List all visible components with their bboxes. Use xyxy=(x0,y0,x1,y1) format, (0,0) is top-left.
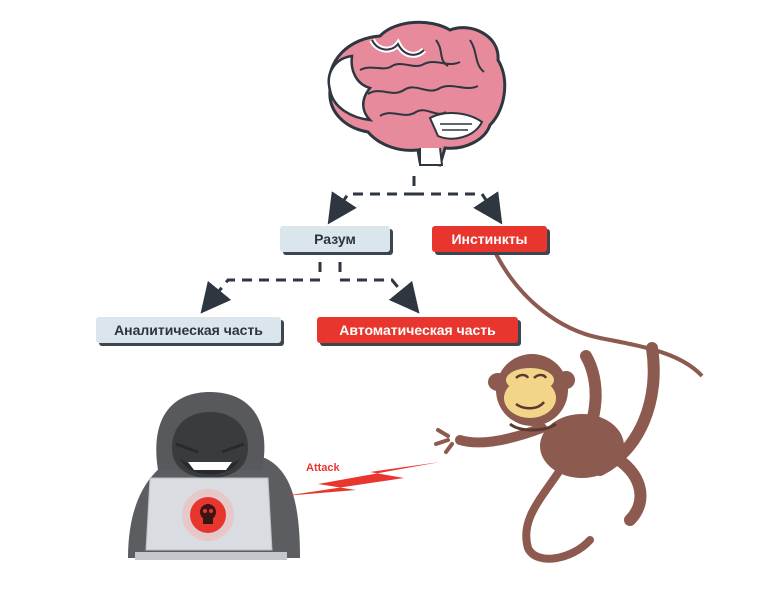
attack-label: Attack xyxy=(306,462,340,474)
vine xyxy=(494,253,704,378)
node-razum: Разум xyxy=(280,226,390,252)
node-analytical-part: Аналитическая часть xyxy=(96,317,281,343)
connector-brain-split xyxy=(327,176,503,225)
monkey-icon xyxy=(434,342,660,563)
node-automatic-part: Автоматическая часть xyxy=(317,317,518,343)
connector-razum-split xyxy=(200,262,420,314)
skull-icon xyxy=(182,489,234,541)
brain-icon xyxy=(327,20,507,167)
lightning-bolt-icon xyxy=(284,462,440,496)
node-instinkty: Инстинкты xyxy=(432,226,547,252)
